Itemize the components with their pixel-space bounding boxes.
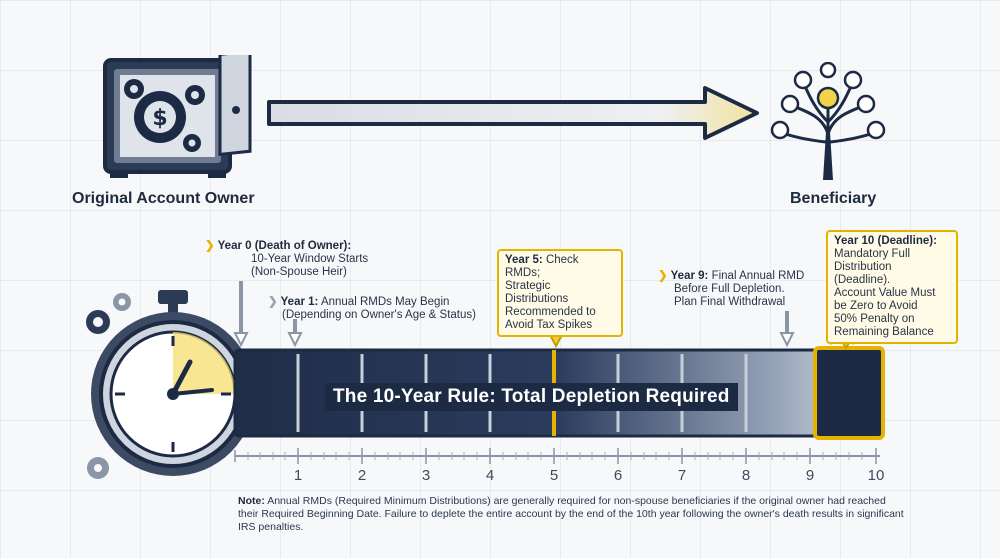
annotation-year10: Year 10 (Deadline): Mandatory Full Distr… bbox=[826, 230, 958, 344]
tick-label-10: 10 bbox=[867, 467, 885, 484]
annotation-year0: ❯Year 0 (Death of Owner): 10-Year Window… bbox=[205, 240, 368, 279]
svg-text:$: $ bbox=[152, 106, 167, 131]
stopwatch-icon bbox=[86, 290, 265, 479]
tick-label-8: 8 bbox=[741, 467, 751, 484]
chevron-right-icon: ❯ bbox=[268, 296, 278, 308]
annotation-year9-line1: Final Annual RMD bbox=[711, 270, 805, 282]
annotation-year5: Year 5: Check RMDs; Strategic Distributi… bbox=[497, 249, 623, 337]
annotation-year10-line6: Remaining Balance bbox=[834, 326, 934, 338]
tick-label-7: 7 bbox=[677, 467, 687, 484]
annotation-year0-line1: 10-Year Window Starts bbox=[251, 253, 369, 265]
annotation-year1: ❯Year 1: Annual RMDs May Begin (Dependin… bbox=[268, 296, 476, 322]
annotation-year5-line4: Avoid Tax Spikes bbox=[505, 319, 593, 331]
timeline-title: The 10-Year Rule: Total Depletion Requir… bbox=[325, 383, 738, 411]
annotation-year10-line1: Mandatory Full bbox=[834, 248, 911, 260]
tick-label-9: 9 bbox=[805, 467, 815, 484]
annotation-year9-line2: Before Full Depletion. bbox=[674, 283, 785, 295]
annotation-year10-line2: Distribution (Deadline). bbox=[834, 261, 892, 286]
chevron-right-icon: ❯ bbox=[658, 270, 668, 282]
annotation-year10-title: Year 10 (Deadline): bbox=[834, 235, 937, 247]
tick-label-5: 5 bbox=[549, 467, 559, 484]
gear-icon bbox=[86, 293, 131, 479]
family-tree-icon bbox=[770, 62, 886, 180]
annotation-year0-line2: (Non-Spouse Heir) bbox=[251, 266, 347, 278]
annotation-year5-line1: Check RMDs; bbox=[505, 254, 579, 279]
annotation-year1-title: Year 1: bbox=[280, 296, 319, 308]
original-owner-label: Original Account Owner bbox=[72, 190, 255, 207]
tick-label-6: 6 bbox=[613, 467, 623, 484]
annotation-year5-line2: Strategic Distributions bbox=[505, 280, 569, 305]
annotation-year9-title: Year 9: bbox=[670, 270, 709, 282]
arrow-right-icon bbox=[267, 86, 759, 140]
annotation-year9: ❯Year 9: Final Annual RMD Before Full De… bbox=[658, 270, 804, 309]
tick-label-3: 3 bbox=[421, 467, 431, 484]
safe-icon: $ bbox=[103, 55, 252, 178]
annotation-year5-title: Year 5: bbox=[505, 254, 543, 266]
tick-label-1: 1 bbox=[293, 467, 303, 484]
chevron-right-icon: ❯ bbox=[205, 240, 215, 252]
annotation-year10-line4: be Zero to Avoid bbox=[834, 300, 918, 312]
dollar-gear-icon: $ bbox=[124, 79, 205, 152]
annotation-year1-line1: Annual RMDs May Begin bbox=[320, 296, 450, 308]
tick-label-2: 2 bbox=[357, 467, 367, 484]
annotation-year10-line5: 50% Penalty on bbox=[834, 313, 915, 325]
annotation-year0-title: Year 0 (Death of Owner): bbox=[217, 240, 352, 252]
annotation-year9-line3: Plan Final Withdrawal bbox=[674, 296, 786, 308]
tick-label-4: 4 bbox=[485, 467, 495, 484]
footnote-label: Note: bbox=[238, 495, 265, 507]
annotation-year5-line3: Recommended to bbox=[505, 306, 596, 318]
footnote: Note: Annual RMDs (Required Minimum Dist… bbox=[238, 495, 908, 534]
beneficiary-label: Beneficiary bbox=[790, 190, 877, 207]
annotation-year1-line2: (Depending on Owner's Age & Status) bbox=[282, 309, 476, 321]
annotation-year10-line3: Account Value Must bbox=[834, 287, 936, 299]
footnote-text: Annual RMDs (Required Minimum Distributi… bbox=[238, 495, 904, 533]
